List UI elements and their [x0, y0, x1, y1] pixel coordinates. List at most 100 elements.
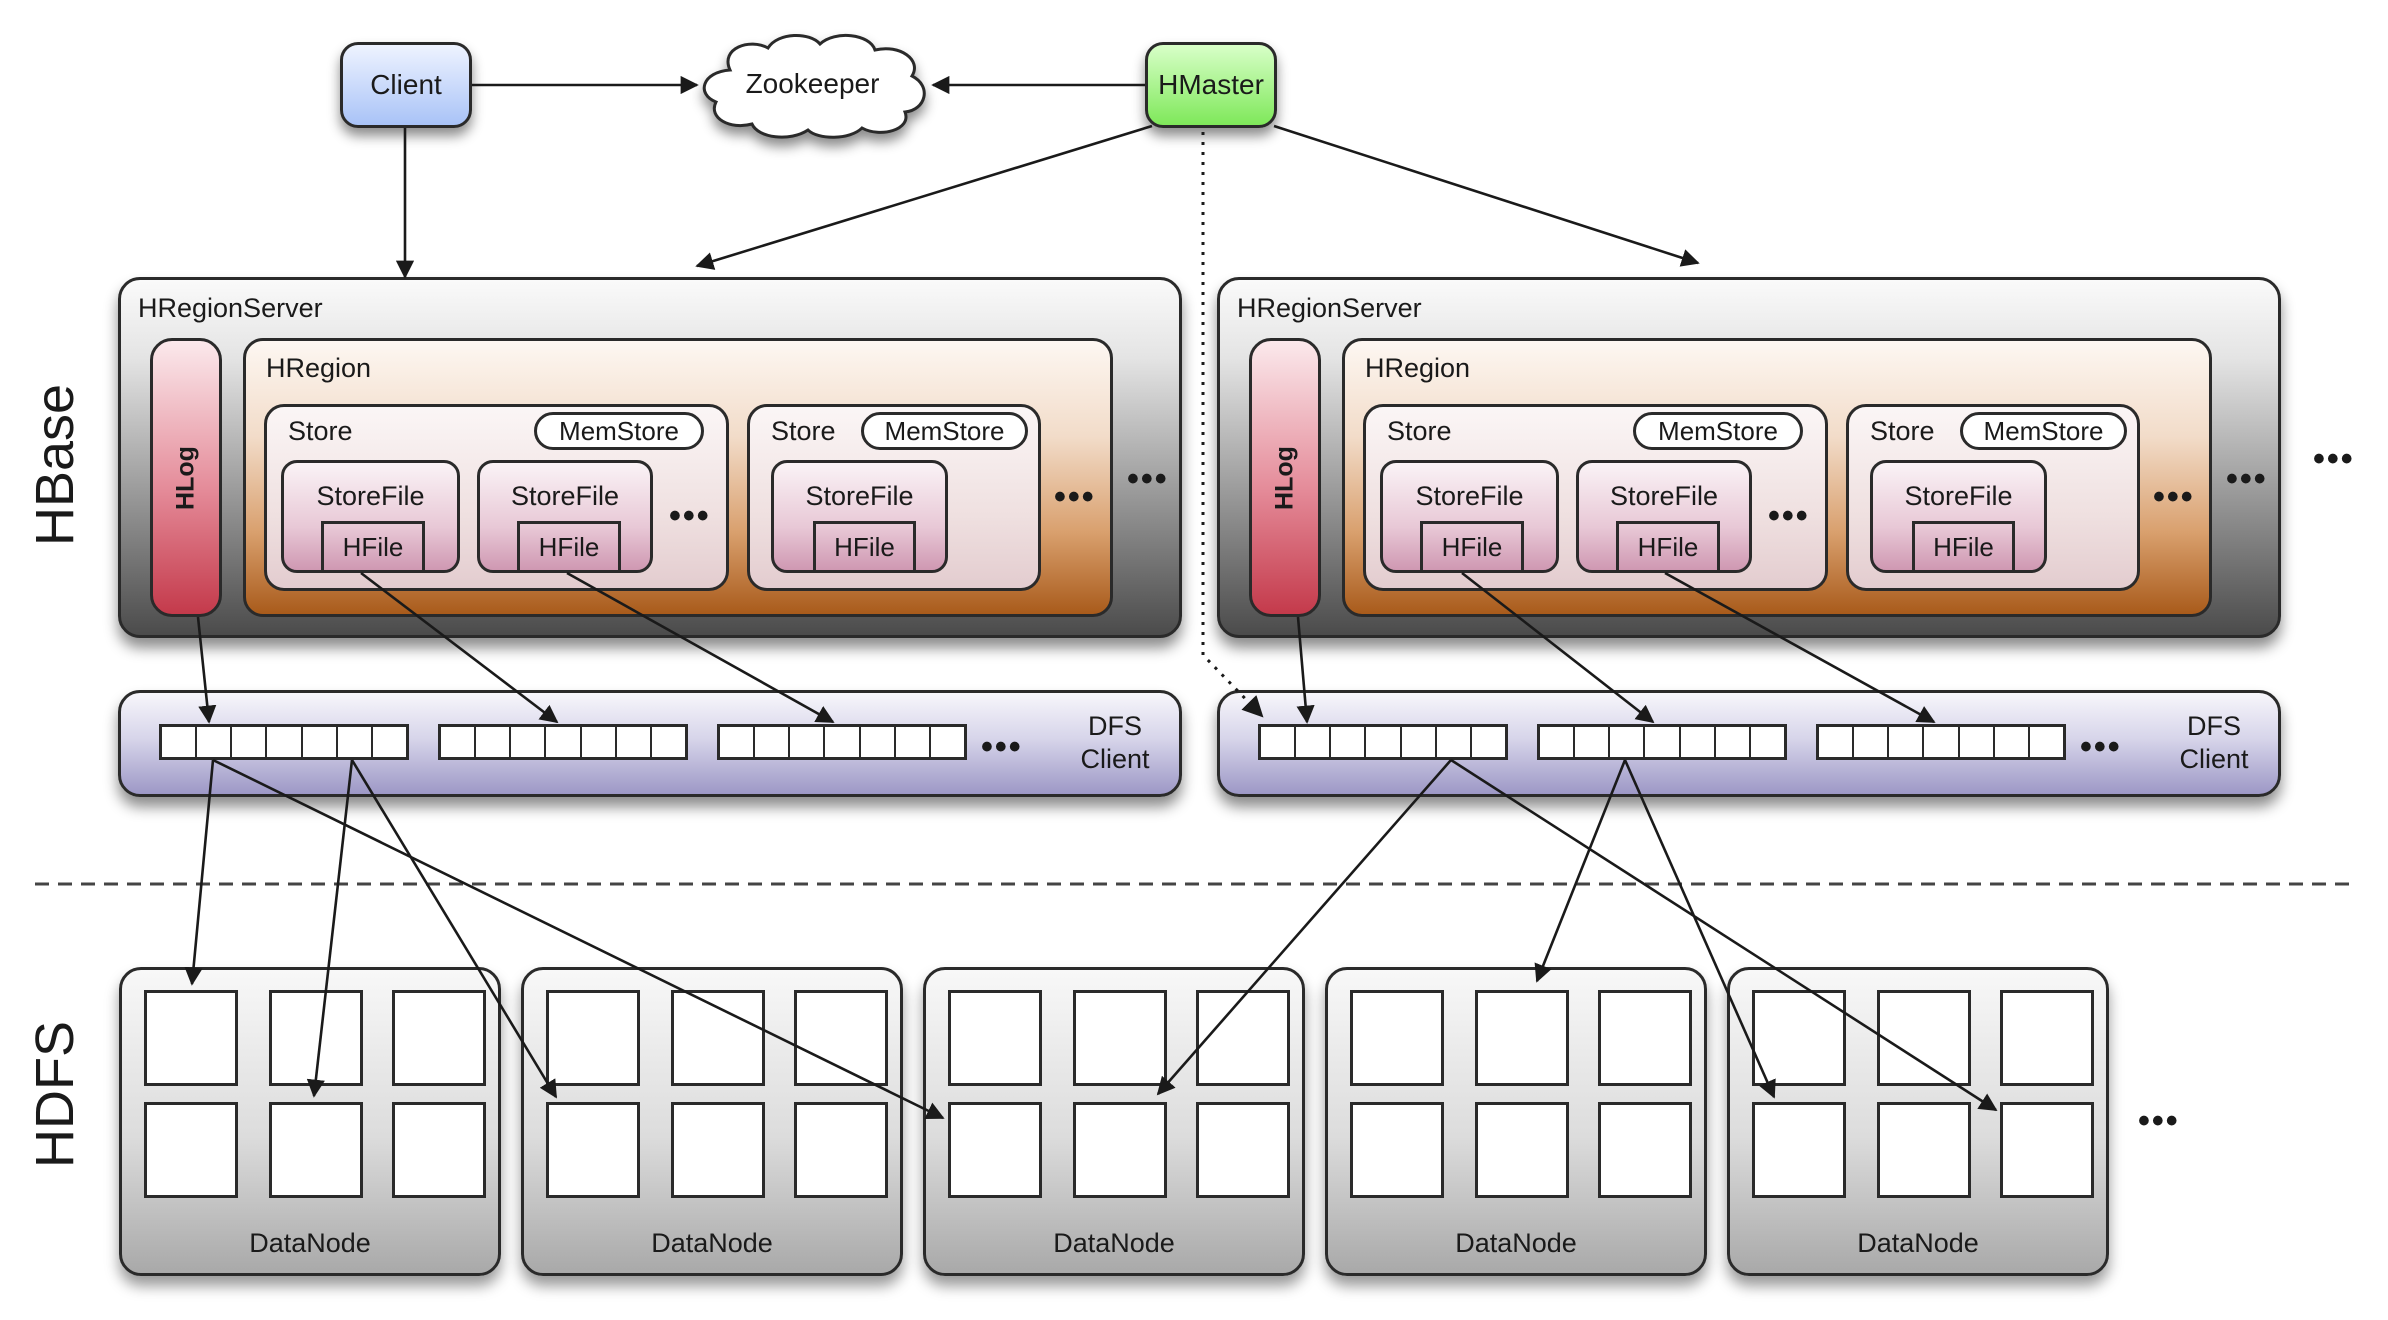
memstore[interactable]: MemStore — [534, 412, 704, 450]
storefile-ellipsis: ••• — [669, 497, 711, 535]
dfs-block-cell — [1401, 727, 1437, 757]
storefile-label: StoreFile — [510, 481, 620, 511]
storefile-ellipsis: ••• — [1768, 497, 1810, 535]
hfile[interactable]: HFile — [517, 521, 621, 570]
dfs-block-cell — [1854, 727, 1890, 757]
datanode-block — [1196, 1102, 1290, 1198]
dfs-block-group[interactable] — [438, 724, 688, 760]
dfs-block-cell — [1610, 727, 1646, 757]
hlog[interactable]: HLog — [1249, 338, 1321, 617]
datanode-4[interactable]: DataNode — [1325, 967, 1707, 1276]
dfs-block-cell — [895, 727, 931, 757]
dfs-block-group[interactable] — [1537, 724, 1787, 760]
datanode-block — [546, 1102, 640, 1198]
client-label: Client — [370, 69, 442, 100]
storefile-label: StoreFile — [316, 481, 425, 511]
datanode-block — [2000, 1102, 2094, 1198]
hmaster-node[interactable]: HMaster — [1145, 42, 1277, 128]
hregion-ellipsis: ••• — [2226, 460, 2268, 498]
hregionserver-title: HRegionServer — [138, 293, 323, 323]
more-datanodes-ellipsis: ••• — [2138, 1102, 2180, 1140]
memstore-label: MemStore — [1983, 415, 2104, 446]
dfs-block-cell — [651, 727, 685, 757]
storefile-label: StoreFile — [805, 481, 914, 511]
dfs-block-cell — [1680, 727, 1716, 757]
dfs-block-ellipsis: ••• — [2080, 728, 2122, 766]
dfs-block-cell — [860, 727, 896, 757]
storefile-label: StoreFile — [1415, 481, 1524, 511]
datanode-block — [1073, 1102, 1167, 1198]
dfs-block-group[interactable] — [159, 724, 409, 760]
datanode-block — [794, 990, 888, 1086]
hfile-label: HFile — [1441, 531, 1503, 562]
datanode-block — [671, 1102, 765, 1198]
hfile-label: HFile — [538, 531, 600, 562]
zookeeper-node[interactable]: Zookeeper — [690, 30, 935, 140]
dfs-block-cell — [1575, 727, 1611, 757]
memstore[interactable]: MemStore — [1960, 412, 2127, 450]
dfs-label-line1: DFS — [1088, 711, 1142, 741]
store-ellipsis: ••• — [2153, 478, 2195, 516]
client-node[interactable]: Client — [340, 42, 472, 128]
hfile[interactable]: HFile — [1420, 521, 1524, 570]
hfile-label: HFile — [1637, 531, 1699, 562]
hlog[interactable]: HLog — [150, 338, 222, 617]
dfs-block-cell — [1296, 727, 1332, 757]
dfs-block-cell — [441, 727, 477, 757]
datanode-block — [2000, 990, 2094, 1086]
dfs-label-line2: Client — [2179, 744, 2249, 774]
dfs-block-cell — [755, 727, 791, 757]
datanode-block — [1752, 1102, 1846, 1198]
memstore[interactable]: MemStore — [861, 412, 1028, 450]
dfs-block-cell — [162, 727, 198, 757]
hdfs-layer-label: HDFS — [25, 1021, 85, 1168]
dfs-block-cell — [581, 727, 617, 757]
storefile-label: StoreFile — [1609, 481, 1719, 511]
dfs-block-cell — [1471, 727, 1505, 757]
dfs-block-group[interactable] — [1258, 724, 1508, 760]
hlog-label: HLog — [1270, 445, 1299, 510]
dfs-block-cell — [1366, 727, 1402, 757]
hmaster-to-left-regionserver-arrow — [695, 124, 1153, 270]
hfile[interactable]: HFile — [321, 521, 425, 570]
datanode-block — [1350, 1102, 1444, 1198]
hfile-label: HFile — [342, 531, 404, 562]
datanode-1[interactable]: DataNode — [119, 967, 501, 1276]
dfs-block-cell — [790, 727, 826, 757]
hfile[interactable]: HFile — [813, 521, 916, 570]
datanode-block — [1475, 990, 1569, 1086]
datanode-block — [392, 990, 486, 1086]
datanode-block — [144, 990, 238, 1086]
datanode-5[interactable]: DataNode — [1727, 967, 2109, 1276]
dfs-block-cell — [1959, 727, 1995, 757]
storefile-label: StoreFile — [1904, 481, 2013, 511]
memstore-label: MemStore — [1658, 415, 1778, 446]
dfs-block-cell — [930, 727, 964, 757]
store-label: Store — [771, 416, 836, 446]
hfile[interactable]: HFile — [1616, 521, 1720, 570]
dfs-block-group[interactable] — [1816, 724, 2066, 760]
dfs-block-cell — [1261, 727, 1297, 757]
dfs-block-cell — [1645, 727, 1681, 757]
dfs-block-group[interactable] — [717, 724, 967, 760]
dfs-block-cell — [1331, 727, 1367, 757]
memstore[interactable]: MemStore — [1633, 412, 1803, 450]
dfs-label-line2: Client — [1080, 744, 1150, 774]
hfile[interactable]: HFile — [1912, 521, 2015, 570]
datanode-2[interactable]: DataNode — [521, 967, 903, 1276]
store-label: Store — [1387, 416, 1452, 446]
datanode-3[interactable]: DataNode — [923, 967, 1305, 1276]
hregion-title: HRegion — [266, 353, 372, 383]
dfs-block-cell — [372, 727, 406, 757]
dfs-block-cell — [232, 727, 268, 757]
more-region-servers-ellipsis: ••• — [2313, 440, 2355, 478]
dfs-block-cell — [1889, 727, 1925, 757]
dfs-block-cell — [302, 727, 338, 757]
